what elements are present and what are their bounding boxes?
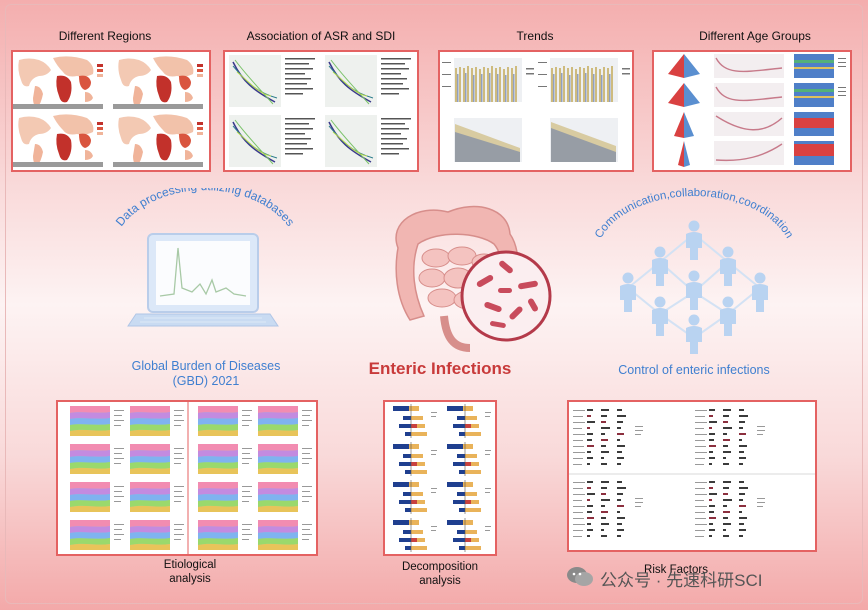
gbd-label-line1: Global Burden of Diseases: [131, 359, 281, 373]
outer-frame: [5, 4, 863, 604]
trend-bar-plot: [442, 58, 534, 102]
gbd-label: Global Burden of Diseases (GBD) 2021: [106, 359, 306, 389]
panel-title-age-groups: Different Age Groups: [699, 29, 811, 43]
gbd-label-line2: (GBD) 2021: [172, 374, 240, 388]
decomposition-bar-charts: [392, 403, 492, 553]
intestine-bacteria-illustration: [395, 205, 552, 352]
panel-title-trends: Trends: [516, 29, 554, 43]
age-groups-thumbnail: [652, 50, 852, 172]
etiological-label-line1: Etiological: [163, 559, 217, 571]
regions-maps-thumbnail: [11, 50, 211, 172]
decomposition-label-line1: Decomposition: [401, 561, 479, 573]
control-label: Control of enteric infections: [618, 363, 770, 377]
decomposition-thumbnail: [383, 400, 497, 556]
age-pyramid-row-3: [674, 112, 834, 138]
world-map-1: [13, 56, 103, 109]
etiological-label-line2: analysis: [169, 573, 211, 585]
etiological-label: Etiological analysis: [130, 558, 250, 586]
etiology-stacked-areas: [70, 406, 312, 550]
age-pyramid-row: [668, 54, 846, 78]
watermark-text: 公众号 · 先速科研SCI: [600, 571, 763, 590]
people-icons: [620, 220, 768, 354]
decomposition-label-line2: analysis: [419, 575, 461, 587]
laptop-icon: [127, 233, 279, 327]
asr-sdi-plot: [229, 55, 315, 107]
bacteria-magnifier-icon: [460, 250, 552, 342]
risk-factors-thumbnail: [567, 400, 817, 552]
trends-thumbnail: [438, 50, 634, 172]
age-pyramid-row-4: [678, 141, 834, 167]
panel-title-asr-sdi: Association of ASR and SDI: [246, 29, 396, 43]
center-title: Enteric Infections: [368, 359, 512, 378]
wechat-icon: [567, 567, 593, 586]
decomposition-label: Decomposition analysis: [380, 560, 500, 588]
panel-title-regions: Different Regions: [58, 29, 152, 43]
people-network-illustration: Communication,collaboration,coordination: [593, 188, 795, 354]
trend-bar-plot-declining: [454, 118, 618, 162]
etiological-thumbnail: [56, 400, 318, 556]
asr-sdi-thumbnail: [223, 50, 419, 172]
risk-factors-label: Risk Factors: [644, 564, 708, 576]
risk-factor-bar-charts: [573, 409, 765, 537]
